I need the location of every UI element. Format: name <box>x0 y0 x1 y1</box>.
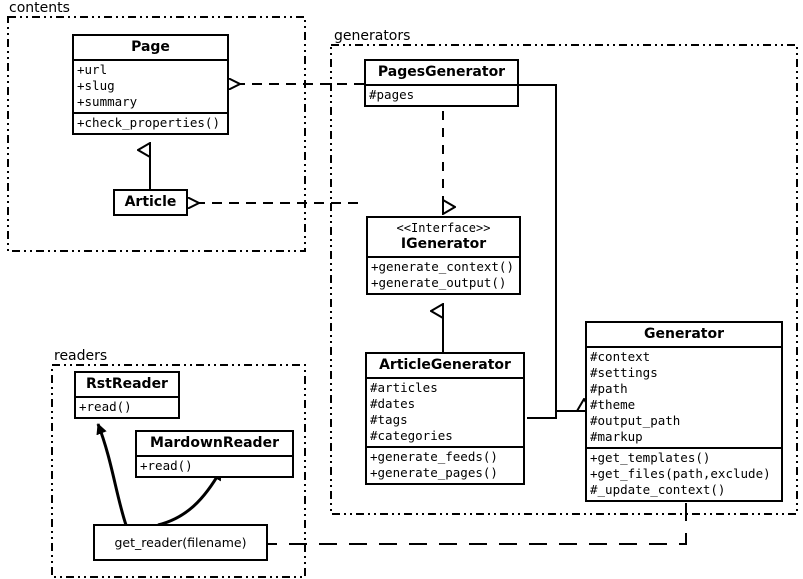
attribute: #context <box>590 349 651 364</box>
class-igenerator-name: <<Interface>> IGenerator <box>368 218 519 256</box>
method: +check_properties() <box>77 115 220 130</box>
class-page-methods: +check_properties() <box>74 112 227 133</box>
class-article[interactable]: Article <box>113 189 188 216</box>
class-generator-name: Generator <box>643 326 724 342</box>
method: +read() <box>140 458 193 473</box>
attribute: #tags <box>370 412 408 427</box>
function-get-reader[interactable]: get_reader(filename) <box>93 524 268 561</box>
class-pagesgenerator[interactable]: PagesGenerator #pages <box>364 59 519 107</box>
package-label-generators: generators <box>331 28 414 44</box>
class-articlegenerator-attributes: #articles #dates #tags #categories <box>367 377 523 446</box>
class-rstreader-methods: +read() <box>76 396 178 417</box>
class-page-name: Page <box>131 39 170 55</box>
class-pagesgenerator-name: PagesGenerator <box>377 64 506 80</box>
class-page-attributes: +url +slug +summary <box>74 59 227 112</box>
method: +get_files(path,exclude) <box>590 466 771 481</box>
attribute: #articles <box>370 380 438 395</box>
class-articlegenerator-methods: +generate_feeds() +generate_pages() <box>367 446 523 483</box>
class-page[interactable]: Page +url +slug +summary +check_properti… <box>72 34 229 135</box>
class-article-name: Article <box>124 194 177 210</box>
method: #_update_context() <box>590 482 726 497</box>
class-mardownreader[interactable]: MardownReader +read() <box>135 430 294 478</box>
attribute: +url <box>77 62 108 77</box>
attribute: #categories <box>370 428 453 443</box>
attribute: #path <box>590 381 628 396</box>
class-mardownreader-methods: +read() <box>137 455 292 476</box>
method: +read() <box>79 399 132 414</box>
attribute: #settings <box>590 365 658 380</box>
class-generator-attributes: #context #settings #path #theme #output_… <box>587 346 781 447</box>
method: +generate_pages() <box>370 465 498 480</box>
method: +get_templates() <box>590 450 711 465</box>
package-label-contents: contents <box>6 0 73 16</box>
attribute: +summary <box>77 94 138 109</box>
attribute: #dates <box>370 396 416 411</box>
class-igenerator[interactable]: <<Interface>> IGenerator +generate_conte… <box>366 216 521 295</box>
attribute: +slug <box>77 78 115 93</box>
method: +generate_output() <box>371 275 507 290</box>
class-mardownreader-name: MardownReader <box>150 435 279 451</box>
attribute: #theme <box>590 397 636 412</box>
function-get-reader-label: get_reader(filename) <box>114 535 247 550</box>
method: +generate_context() <box>371 259 514 274</box>
package-contents-frame <box>7 16 306 252</box>
class-rstreader-name: RstReader <box>86 376 168 392</box>
package-readers-frame <box>51 364 306 578</box>
method: +generate_feeds() <box>370 449 498 464</box>
package-label-readers: readers <box>51 348 111 364</box>
class-generator[interactable]: Generator #context #settings #path #them… <box>585 321 783 502</box>
class-generator-methods: +get_templates() +get_files(path,exclude… <box>587 447 781 500</box>
class-igenerator-label: IGenerator <box>400 236 487 252</box>
class-rstreader[interactable]: RstReader +read() <box>74 371 180 419</box>
class-igenerator-stereotype: <<Interface>> <box>396 221 491 235</box>
package-generators-frame <box>330 44 798 515</box>
class-pagesgenerator-attributes: #pages <box>366 84 517 105</box>
class-igenerator-methods: +generate_context() +generate_output() <box>368 256 519 293</box>
attribute: #markup <box>590 429 643 444</box>
class-articlegenerator[interactable]: ArticleGenerator #articles #dates #tags … <box>365 352 525 485</box>
attribute: #pages <box>369 87 415 102</box>
attribute: #output_path <box>590 413 681 428</box>
class-articlegenerator-name: ArticleGenerator <box>379 357 511 373</box>
